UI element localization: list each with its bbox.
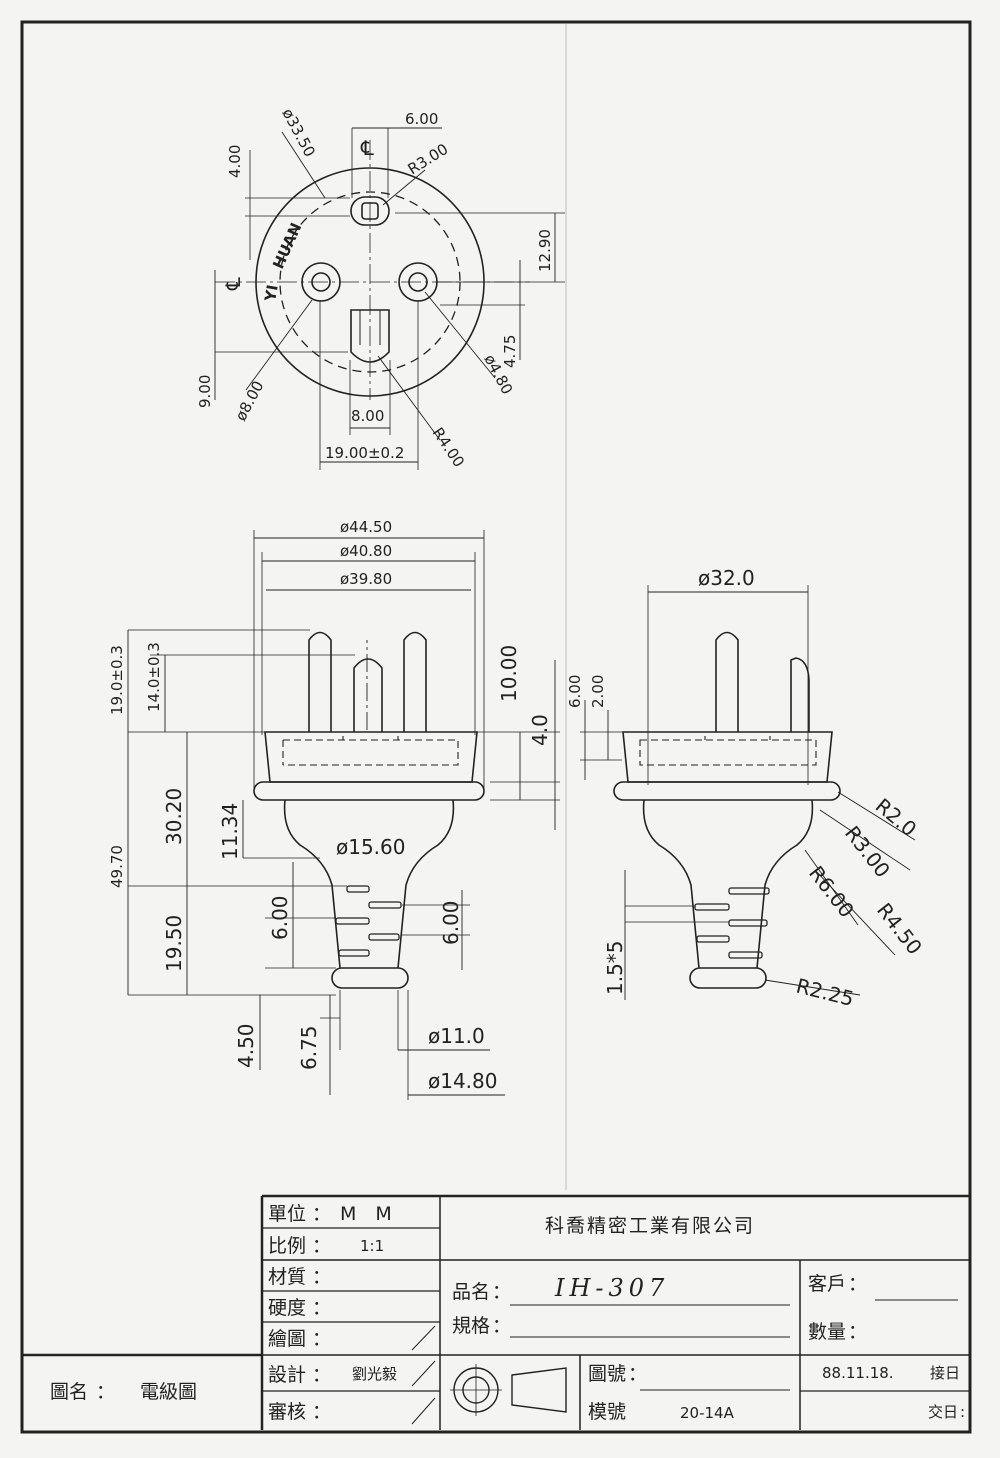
date-value: 88.11.18. xyxy=(822,1364,894,1382)
height-4-label: 4.0 xyxy=(528,714,552,746)
side-height-6-label: 6.00 xyxy=(566,675,584,708)
title-block-text: 單位 ： M M 比例 ： 1:1 材質 ： 硬度 ： 繪圖 ： 設計 ： 劉光… xyxy=(50,1203,965,1423)
scale-value: 1:1 xyxy=(360,1237,384,1255)
pin-spacing-label: 19.00±0.2 xyxy=(325,444,404,462)
unit-label: 單位 xyxy=(268,1203,306,1225)
spec-label: 規格 xyxy=(452,1315,490,1337)
height-19-50-label: 19.50 xyxy=(162,915,186,972)
dia-15-60-label: ø15.60 xyxy=(336,835,406,859)
svg-text:：: ： xyxy=(312,1203,331,1225)
svg-text:：: ： xyxy=(312,1364,331,1386)
dia-14-80-label: ø14.80 xyxy=(428,1069,498,1093)
svg-text:：: ： xyxy=(96,1381,115,1403)
dim-9-00-label: 9.00 xyxy=(196,375,214,408)
svg-text:：: ： xyxy=(312,1297,331,1319)
top-slot-height-label: 4.00 xyxy=(226,145,244,178)
dia-32-label: ø32.0 xyxy=(698,566,755,590)
drawn-label: 繪圖 xyxy=(268,1328,306,1350)
height-6-right-label: 6.00 xyxy=(439,900,463,945)
unit-value: M M xyxy=(340,1203,392,1225)
height-30-20-label: 30.20 xyxy=(162,788,186,845)
received-label: 接日 xyxy=(930,1364,960,1382)
drawing-name: 電級圖 xyxy=(140,1381,197,1403)
height-49-70-label: 49.70 xyxy=(108,845,126,888)
mold-no-value: 20-14A xyxy=(680,1404,735,1422)
company-name: 科喬精密工業有限公司 xyxy=(545,1215,755,1237)
centerline-mark-left: ℄ xyxy=(221,277,245,291)
customer-label: 客戶 xyxy=(808,1273,846,1295)
height-10-label: 10.00 xyxy=(497,645,521,702)
svg-text:：: ： xyxy=(628,1363,647,1385)
dia-11-label: ø11.0 xyxy=(428,1024,485,1048)
svg-text:：: ： xyxy=(312,1266,331,1288)
designer-name: 劉光毅 xyxy=(352,1365,397,1383)
height-19-label: 19.0±0.3 xyxy=(108,645,126,715)
drawing-name-label: 圖名 xyxy=(50,1381,88,1403)
front-view xyxy=(127,530,560,1100)
dia-39-80-label: ø39.80 xyxy=(340,570,392,588)
scale-label: 比例 xyxy=(268,1235,306,1257)
dim-4-75-label: 4.75 xyxy=(501,335,519,368)
svg-text:：: ： xyxy=(312,1328,331,1350)
top-slot-width-label: 6.00 xyxy=(405,110,438,128)
drawing-border xyxy=(20,20,972,1434)
dim-12-90-label: 12.90 xyxy=(536,229,554,272)
centerline-mark-top: ℄ xyxy=(360,136,374,160)
height-11-34-label: 11.34 xyxy=(218,803,242,860)
slot-width-label: 8.00 xyxy=(351,407,384,425)
dia-40-80-label: ø40.80 xyxy=(340,542,392,560)
brand-prefix-label: YI xyxy=(261,283,282,303)
svg-text:：: ： xyxy=(492,1281,511,1303)
review-label: 審核 xyxy=(268,1401,306,1423)
mold-no-label: 模號 xyxy=(588,1401,626,1423)
projection-symbol xyxy=(450,1364,567,1416)
svg-text:：: ： xyxy=(312,1235,331,1257)
svg-text:：: ： xyxy=(848,1273,867,1295)
quantity-label: 數量 xyxy=(808,1321,846,1343)
svg-text:：: ： xyxy=(492,1315,511,1337)
product-value: IH-307 xyxy=(554,1274,669,1302)
height-14-label: 14.0±0.3 xyxy=(145,642,163,712)
svg-text:：: ： xyxy=(312,1401,331,1423)
hardness-label: 硬度 xyxy=(268,1297,306,1319)
material-label: 材質 xyxy=(268,1266,306,1288)
front-view-labels: ø44.50 ø40.80 ø39.80 19.0±0.3 14.0±0.3 1… xyxy=(108,518,552,1093)
title-block xyxy=(22,1194,970,1430)
drawing-no-label: 圖號 xyxy=(588,1363,626,1385)
design-label: 設計 xyxy=(268,1364,306,1386)
height-4-50-label: 4.50 xyxy=(234,1023,258,1068)
svg-text:：: ： xyxy=(848,1321,867,1343)
height-6-left-label: 6.00 xyxy=(268,895,292,940)
height-6-75-label: 6.75 xyxy=(297,1025,321,1070)
groove-pitch-label: 1.5*5 xyxy=(603,940,627,995)
top-view xyxy=(214,127,565,470)
product-label: 品名 xyxy=(452,1281,490,1303)
delivered-label: 交日 xyxy=(928,1403,958,1421)
side-height-2-label: 2.00 xyxy=(589,675,607,708)
dia-44-50-label: ø44.50 xyxy=(340,518,392,536)
side-view xyxy=(580,585,916,1000)
svg-text::: : xyxy=(960,1403,965,1421)
